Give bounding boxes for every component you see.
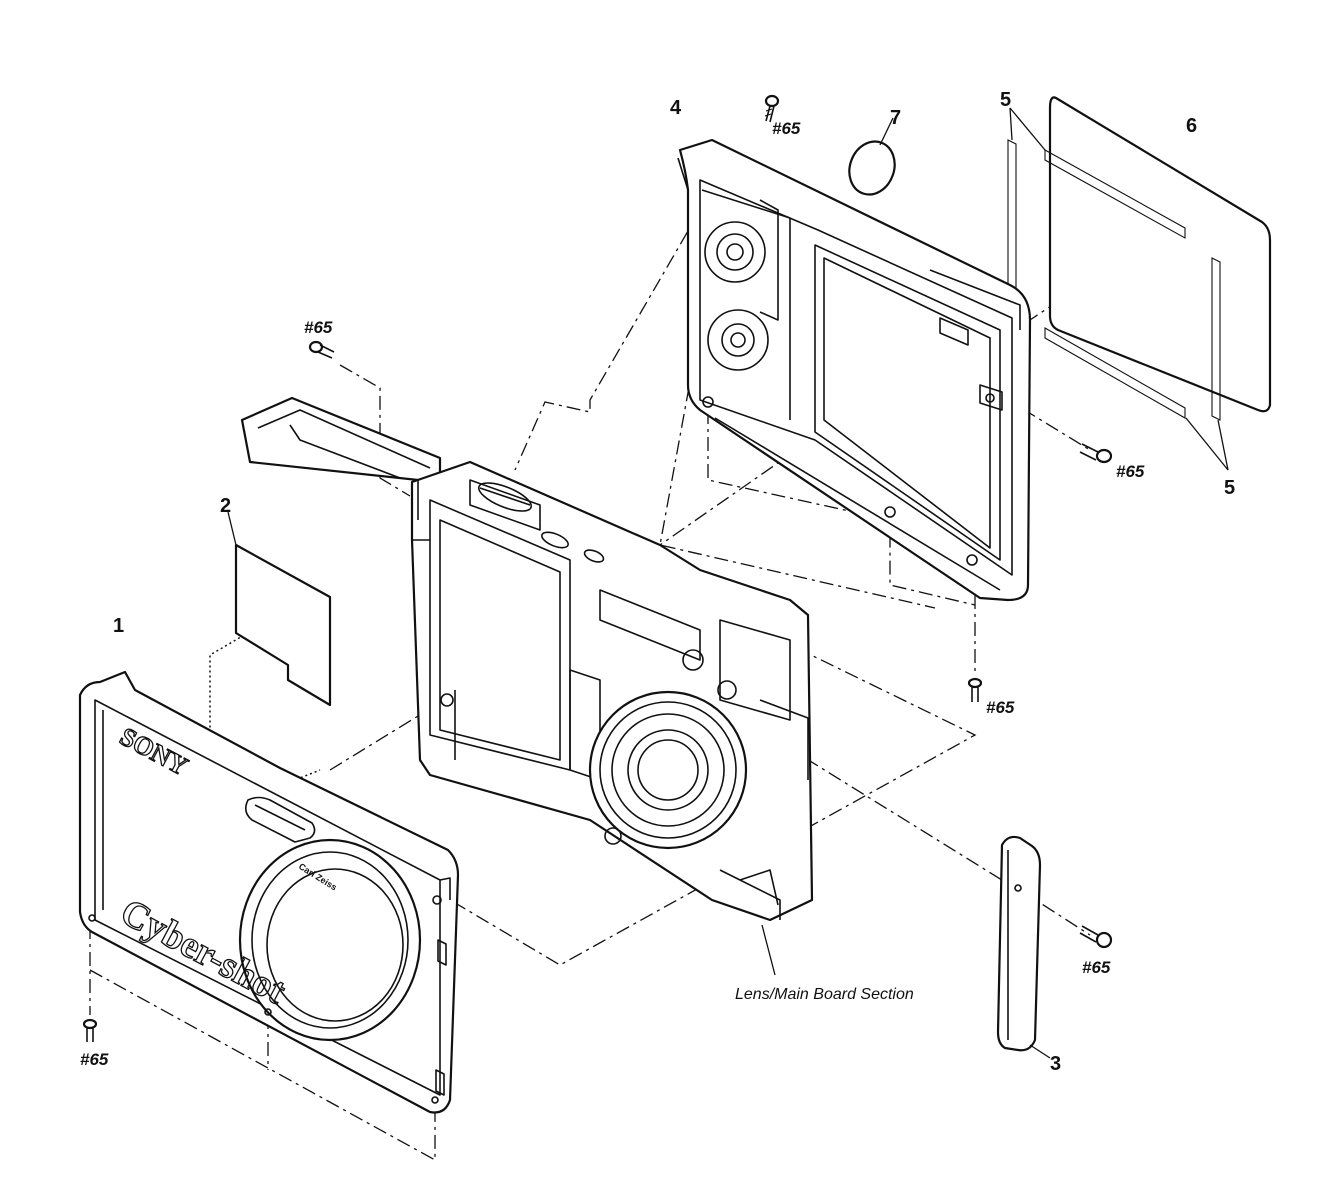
screw-label-rear-bottom: #65 xyxy=(986,698,1015,717)
callout-7: 7 xyxy=(890,107,901,129)
screw-rear-right xyxy=(1079,443,1113,464)
callout-2: 2 xyxy=(220,495,231,517)
rear-cabinet-part-4 xyxy=(677,138,1032,602)
callout-numbers: 1 2 3 4 5 5 6 7 xyxy=(113,89,1235,1075)
screw-label-side: #65 xyxy=(1082,958,1111,977)
lcd-window-part-6 xyxy=(1007,96,1272,421)
callout-4: 4 xyxy=(670,97,682,119)
screw-left xyxy=(308,340,335,359)
round-sheet-part-7 xyxy=(848,117,896,196)
callout-6: 6 xyxy=(1186,115,1197,137)
callout-5-bottom: 5 xyxy=(1224,477,1235,499)
lens-main-board-section xyxy=(240,396,814,922)
sheet-part-2 xyxy=(227,511,332,707)
screw-label-front-bottom: #65 xyxy=(80,1050,109,1069)
screw-rear-bottom xyxy=(967,677,983,702)
screw-label-left: #65 xyxy=(304,318,333,337)
tape-strips-part-5 xyxy=(1009,107,1229,471)
side-cover-part-3 xyxy=(996,835,1051,1059)
screw-side xyxy=(1079,925,1113,949)
callout-1: 1 xyxy=(113,615,124,637)
section-label: Lens/Main Board Section xyxy=(735,986,914,1003)
callout-3: 3 xyxy=(1050,1053,1061,1075)
screw-label-rear-right: #65 xyxy=(1116,462,1145,481)
callout-5-top: 5 xyxy=(1000,89,1011,111)
screw-labels: #65 #65 #65 #65 #65 #65 xyxy=(80,119,1145,1069)
front-cabinet-part-1: SONY Cyber-shot Carl Zeiss xyxy=(78,670,460,1114)
section-leader-line xyxy=(761,924,776,976)
screw-label-top: #65 xyxy=(772,119,801,138)
screw-top xyxy=(764,94,780,123)
screw-front-bottom xyxy=(82,1018,98,1042)
